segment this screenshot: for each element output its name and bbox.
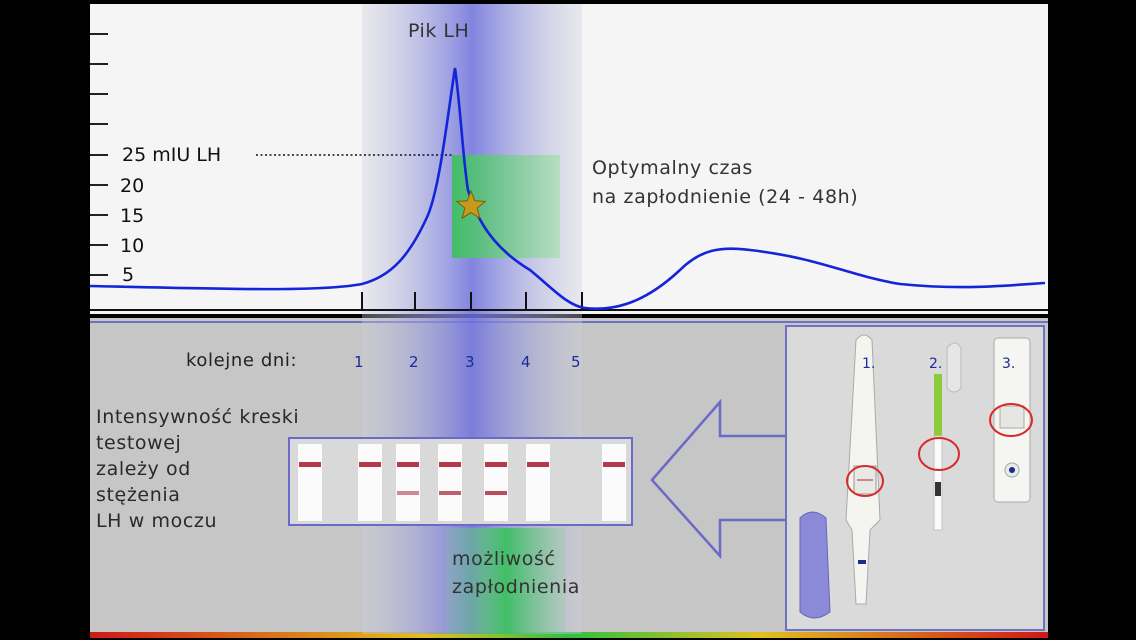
test-strips <box>298 444 626 521</box>
test-strip-7 <box>602 444 626 521</box>
test-device-2 <box>918 342 962 531</box>
test-line <box>485 491 507 495</box>
intensity-line-2: testowej <box>96 432 182 454</box>
fertility-label-1: możliwość <box>452 548 556 570</box>
days-label: kolejne dni: <box>186 350 298 371</box>
day-ticks <box>361 292 583 310</box>
intensity-line-3: zależy od <box>96 458 191 480</box>
test-strip-6 <box>526 444 550 521</box>
test-device-3 <box>989 337 1033 503</box>
control-line <box>299 462 321 467</box>
control-line <box>527 462 549 467</box>
day-5: 5 <box>571 353 581 371</box>
control-line <box>603 462 625 467</box>
test-device-1 <box>845 334 884 605</box>
y-tick-15: 15 <box>120 205 145 227</box>
optimal-time-line2: na zapłodnienie (24 - 48h) <box>592 186 859 208</box>
test-line <box>439 491 461 495</box>
control-line <box>439 462 461 467</box>
test-strip-4 <box>438 444 462 521</box>
test-label-2: 2. <box>929 356 943 372</box>
y-axis-ticks <box>90 33 108 276</box>
y-tick-10: 10 <box>120 235 145 257</box>
control-line <box>485 462 507 467</box>
y-tick-20: 20 <box>120 175 145 197</box>
test-1-circle <box>846 465 884 497</box>
optimal-point-star <box>455 189 487 220</box>
test-strip-1 <box>298 444 322 521</box>
intensity-line-5: LH w moczu <box>96 510 218 532</box>
intensity-line-4: stężenia <box>96 484 181 506</box>
lh-curve <box>89 67 1046 310</box>
control-line <box>359 462 381 467</box>
y-tick-5: 5 <box>122 264 135 286</box>
intensity-line-1: Intensywność kreski <box>96 406 300 428</box>
fertility-label-2: zapłodnienia <box>452 576 580 598</box>
fertility-window-green <box>446 528 566 634</box>
day-2: 2 <box>409 353 419 371</box>
threshold-label: 25 mIU LH <box>122 144 222 166</box>
test-cap <box>799 511 831 619</box>
test-label-3: 3. <box>1002 356 1016 372</box>
rainbow-strip <box>90 632 1048 638</box>
control-line <box>397 462 419 467</box>
day-1: 1 <box>354 353 364 371</box>
test-strip-2 <box>358 444 382 521</box>
peak-lh-label: Pik LH <box>408 20 470 42</box>
intensity-description: Intensywność kreski testowej zależy od s… <box>96 404 366 534</box>
test-2-circle <box>918 437 960 471</box>
day-4: 4 <box>521 353 531 371</box>
day-3: 3 <box>465 353 475 371</box>
optimal-time-line1: Optymalny czas <box>592 157 753 179</box>
test-label-1: 1. <box>862 356 876 372</box>
test-line <box>397 491 419 495</box>
test-strip-3 <box>396 444 420 521</box>
test-strip-5 <box>484 444 508 521</box>
test-3-circle <box>989 403 1033 437</box>
